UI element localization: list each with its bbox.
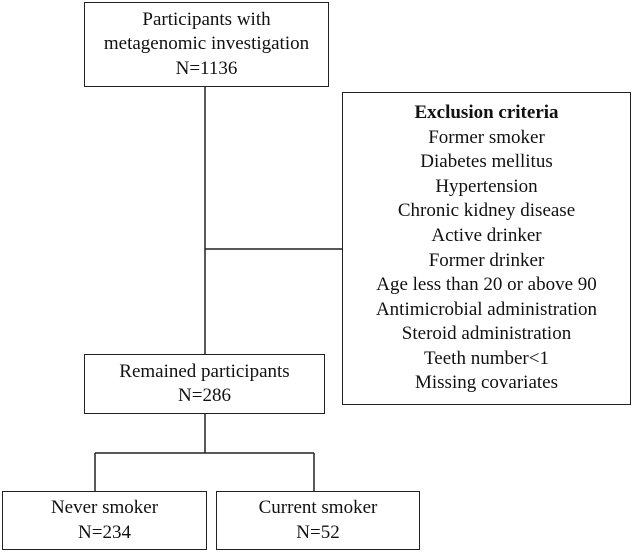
exclusion-item: Chronic kidney disease [397, 200, 576, 222]
current-smoker-label: Current smoker [258, 497, 378, 518]
exclusion-title: Exclusion criteria [414, 101, 559, 123]
never-smoker-label: Never smoker [50, 497, 159, 518]
exclusion-item: Former smoker [428, 126, 545, 148]
remained-label: Remained participants [119, 360, 290, 382]
never-smoker-box: Never smoker N=234 [2, 491, 207, 550]
exclusion-item: Hypertension [435, 175, 538, 197]
current-smoker-count: N=52 [296, 521, 340, 543]
exclusion-item: Teeth number<1 [424, 347, 549, 369]
remained-box: Remained participants N=286 [84, 354, 325, 414]
exclusion-item: Steroid administration [401, 323, 572, 345]
current-smoker-box: Current smoker N=52 [216, 491, 420, 550]
exclusion-item: Age less than 20 or above 90 [376, 274, 597, 296]
exclusion-item: Diabetes mellitus [420, 151, 553, 173]
exclusion-item: Missing covariates [414, 372, 558, 394]
never-smoker-count: N=234 [78, 521, 131, 543]
exclusion-item: Active drinker [431, 224, 542, 246]
start-box: Participants with metagenomic investigat… [84, 2, 329, 87]
remained-count: N=286 [178, 385, 231, 406]
start-line-2: metagenomic investigation [103, 33, 310, 55]
exclusion-item: Former drinker [428, 249, 545, 271]
exclusion-item: Antimicrobial administration [375, 298, 598, 320]
start-count: N=1136 [175, 57, 238, 79]
start-line-1: Participants with [142, 8, 271, 30]
exclusion-box: Exclusion criteria Former smoker Diabete… [342, 92, 631, 405]
